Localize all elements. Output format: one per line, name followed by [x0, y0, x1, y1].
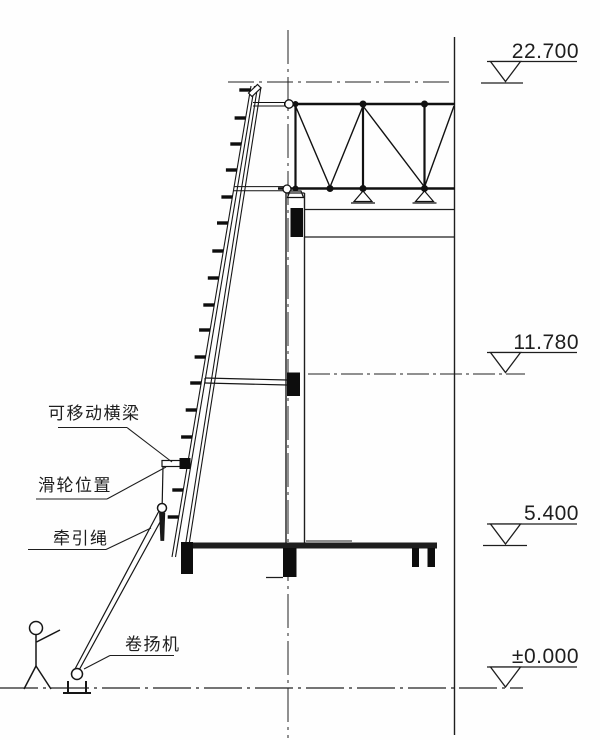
roof-truss	[234, 99, 455, 204]
truss-nodes	[282, 99, 428, 194]
worker-head	[28, 620, 44, 636]
ladder-rails	[171, 85, 262, 558]
label-pulley-position: 滑轮位置	[38, 476, 112, 495]
elevation-value-mid-floor: 11.780	[513, 331, 579, 354]
callout-traction-rope: 牵引绳	[28, 527, 152, 551]
roof-beam-section	[290, 208, 303, 237]
inclined-ladder-track	[167, 83, 262, 574]
label-traction-rope: 牵引绳	[53, 529, 109, 548]
ladder-base-pad	[181, 542, 193, 574]
slab-stub-1	[412, 548, 419, 567]
elevation-triangle	[489, 666, 522, 689]
ladder-top-cap	[247, 83, 262, 98]
worker-figure	[23, 620, 61, 690]
elevation-marker-ground: ±0.000	[487, 645, 579, 689]
mid-floor-beam-section	[287, 372, 300, 396]
label-movable-beam: 可移动横梁	[48, 404, 141, 423]
elevation-marker-mid-floor: 11.780	[487, 331, 579, 374]
elevation-markers: 22.700 11.780 5.400 ±0.000	[481, 40, 579, 689]
callout-movable-beam: 可移动横梁	[48, 404, 173, 463]
truss-verticals	[294, 104, 426, 188]
callouts: 可移动横梁 滑轮位置 牵引绳 卷扬机	[28, 404, 181, 670]
winch-drum	[70, 667, 84, 681]
elevation-value-ground: ±0.000	[512, 645, 579, 668]
slab-stub-2	[427, 548, 435, 567]
winch-machine	[63, 667, 91, 694]
elevation-value-lower-floor: 5.400	[524, 502, 579, 525]
ladder-rungs	[167, 88, 251, 519]
elevation-triangle	[489, 523, 522, 546]
elevation-value-roof: 22.700	[512, 40, 579, 63]
callout-pulley-position: 滑轮位置	[36, 466, 167, 500]
label-winch: 卷扬机	[125, 635, 181, 654]
traction-rope-lines	[74, 510, 166, 673]
elevation-triangle	[489, 351, 522, 374]
beam-clamp	[179, 458, 191, 469]
elevation-marker-lower-floor: 5.400	[483, 502, 579, 547]
truss-diagonals	[294, 105, 455, 188]
movable-beam	[161, 458, 191, 469]
elevation-marker-roof: 22.700	[481, 40, 579, 84]
building-section	[183, 192, 454, 579]
column-below-slab	[283, 548, 297, 577]
hoisting-rig	[74, 458, 191, 673]
worker-arm	[36, 629, 61, 643]
pulley-hanger	[161, 466, 164, 504]
pulley-wheel	[156, 502, 168, 514]
callout-winch: 卷扬机	[83, 635, 181, 670]
mid-platform-beam	[204, 377, 288, 386]
elevation-triangle	[489, 60, 522, 83]
truss-supports	[286, 190, 437, 204]
